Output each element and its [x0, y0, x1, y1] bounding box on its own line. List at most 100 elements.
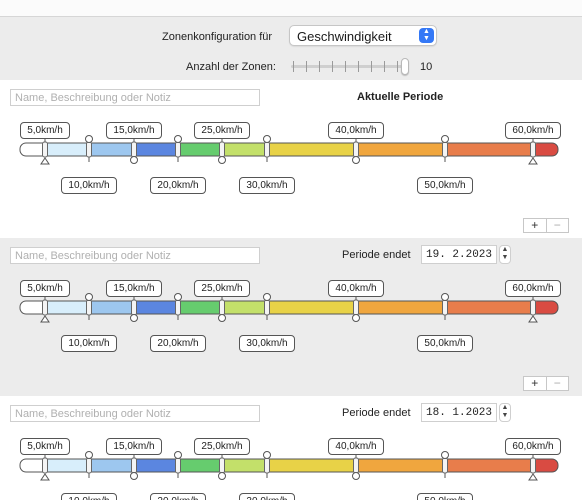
zone-bar-outline [19, 142, 559, 157]
zone-threshold-label[interactable]: 10,0km/h [61, 177, 117, 194]
zone-threshold-label[interactable]: 40,0km/h [328, 122, 384, 139]
slider-tick [397, 61, 398, 72]
current-period-title: Aktuelle Periode [357, 91, 444, 103]
zone-count-slider[interactable] [291, 58, 411, 76]
zone-bar[interactable]: 5,0km/h 15,0km/h 25,0km/h 40,0km/h 60,0km/h 1… [0, 438, 582, 500]
zone-threshold-label[interactable]: 5,0km/h [20, 280, 70, 297]
zone-bar[interactable]: 5,0km/h 15,0km/h 25,0km/h 40,0km/h 60,0km/h 1… [0, 122, 582, 196]
zone-segment-8 [445, 301, 533, 314]
zone-segment-9 [533, 143, 558, 156]
period-end-date-field[interactable]: 18. 1.2023 [421, 403, 497, 422]
add-remove-control: + − [523, 218, 569, 233]
zone-segment-9 [533, 301, 558, 314]
zone-handle[interactable] [175, 141, 181, 158]
zone-handle-dot [85, 135, 93, 143]
zone-threshold-label[interactable]: 10,0km/h [61, 493, 117, 500]
zone-handle[interactable] [175, 299, 181, 316]
zone-threshold-label[interactable]: 30,0km/h [239, 177, 295, 194]
zone-segment-7 [356, 143, 445, 156]
zone-handle-dot [218, 472, 226, 480]
zone-threshold-label[interactable]: 20,0km/h [150, 177, 206, 194]
zone-segment-6 [267, 143, 356, 156]
zone-handle[interactable] [442, 457, 448, 474]
zone-segment-5 [222, 459, 267, 472]
note-input[interactable] [10, 89, 260, 106]
zone-threshold-label[interactable]: 50,0km/h [417, 335, 473, 352]
zone-handle[interactable] [131, 457, 137, 474]
zone-handle[interactable] [264, 457, 270, 474]
zone-handle[interactable] [442, 299, 448, 316]
zone-edge-marker [528, 473, 538, 481]
zone-bar[interactable]: 5,0km/h 15,0km/h 25,0km/h 40,0km/h 60,0km/h 1… [0, 280, 582, 354]
zone-handle[interactable] [42, 457, 48, 474]
slider-tick [319, 61, 320, 72]
zone-segment-7 [356, 301, 445, 314]
period-end-date-field[interactable]: 19. 2.2023 [421, 245, 497, 264]
zone-handle[interactable] [131, 141, 137, 158]
zone-handle[interactable] [131, 299, 137, 316]
zone-segment-3 [134, 143, 178, 156]
zone-threshold-label[interactable]: 20,0km/h [150, 335, 206, 352]
zone-handle[interactable] [353, 141, 359, 158]
zone-segment-1 [45, 459, 89, 472]
zone-segment-4 [178, 459, 222, 472]
zone-handle[interactable] [353, 457, 359, 474]
zone-segment-5 [222, 301, 267, 314]
zone-threshold-label[interactable]: 5,0km/h [20, 438, 70, 455]
slider-knob[interactable] [401, 58, 409, 75]
zone-threshold-label[interactable]: 40,0km/h [328, 438, 384, 455]
zone-handle[interactable] [530, 457, 536, 474]
zone-handle-dot [85, 451, 93, 459]
date-stepper[interactable]: ▲▼ [499, 245, 511, 264]
zone-handle[interactable] [86, 299, 92, 316]
zone-threshold-label[interactable]: 50,0km/h [417, 177, 473, 194]
zone-handle-dot [352, 314, 360, 322]
zone-threshold-label[interactable]: 15,0km/h [106, 280, 162, 297]
zone-handle[interactable] [86, 141, 92, 158]
zone-bar-outline [19, 300, 559, 315]
zone-threshold-label[interactable]: 5,0km/h [20, 122, 70, 139]
note-input[interactable] [10, 247, 260, 264]
remove-period-button[interactable]: − [545, 377, 569, 390]
zone-handle[interactable] [219, 141, 225, 158]
remove-period-button[interactable]: − [545, 219, 569, 232]
zone-edge-marker [528, 315, 538, 323]
zone-threshold-label[interactable]: 10,0km/h [61, 335, 117, 352]
slider-tick [332, 61, 333, 72]
zone-handle-dot [218, 314, 226, 322]
zone-bar-graphic [19, 293, 559, 323]
zone-threshold-label[interactable]: 50,0km/h [417, 493, 473, 500]
zone-threshold-label[interactable]: 15,0km/h [106, 122, 162, 139]
zone-handle-dot [174, 135, 182, 143]
zone-threshold-label[interactable]: 60,0km/h [505, 438, 561, 455]
zone-handle[interactable] [86, 457, 92, 474]
zone-threshold-label[interactable]: 20,0km/h [150, 493, 206, 500]
slider-tick [306, 61, 307, 72]
zone-handle[interactable] [42, 141, 48, 158]
zone-threshold-label[interactable]: 40,0km/h [328, 280, 384, 297]
zone-handle[interactable] [353, 299, 359, 316]
zone-handle[interactable] [42, 299, 48, 316]
zone-handle[interactable] [530, 299, 536, 316]
date-stepper[interactable]: ▲▼ [499, 403, 511, 422]
zone-handle[interactable] [264, 141, 270, 158]
zone-threshold-label[interactable]: 25,0km/h [194, 122, 250, 139]
zone-handle[interactable] [530, 141, 536, 158]
add-period-button[interactable]: + [531, 218, 539, 232]
zone-handle-dot [130, 472, 138, 480]
zone-threshold-label[interactable]: 15,0km/h [106, 438, 162, 455]
zone-handle[interactable] [175, 457, 181, 474]
zone-handle[interactable] [219, 457, 225, 474]
note-input[interactable] [10, 405, 260, 422]
zone-config-select[interactable]: Geschwindigkeit ▲▼ [289, 25, 437, 46]
zone-handle[interactable] [264, 299, 270, 316]
zone-threshold-label[interactable]: 30,0km/h [239, 493, 295, 500]
zone-handle[interactable] [219, 299, 225, 316]
zone-threshold-label[interactable]: 60,0km/h [505, 122, 561, 139]
zone-threshold-label[interactable]: 25,0km/h [194, 438, 250, 455]
zone-threshold-label[interactable]: 30,0km/h [239, 335, 295, 352]
add-period-button[interactable]: + [531, 376, 539, 390]
zone-threshold-label[interactable]: 60,0km/h [505, 280, 561, 297]
zone-handle[interactable] [442, 141, 448, 158]
zone-threshold-label[interactable]: 25,0km/h [194, 280, 250, 297]
